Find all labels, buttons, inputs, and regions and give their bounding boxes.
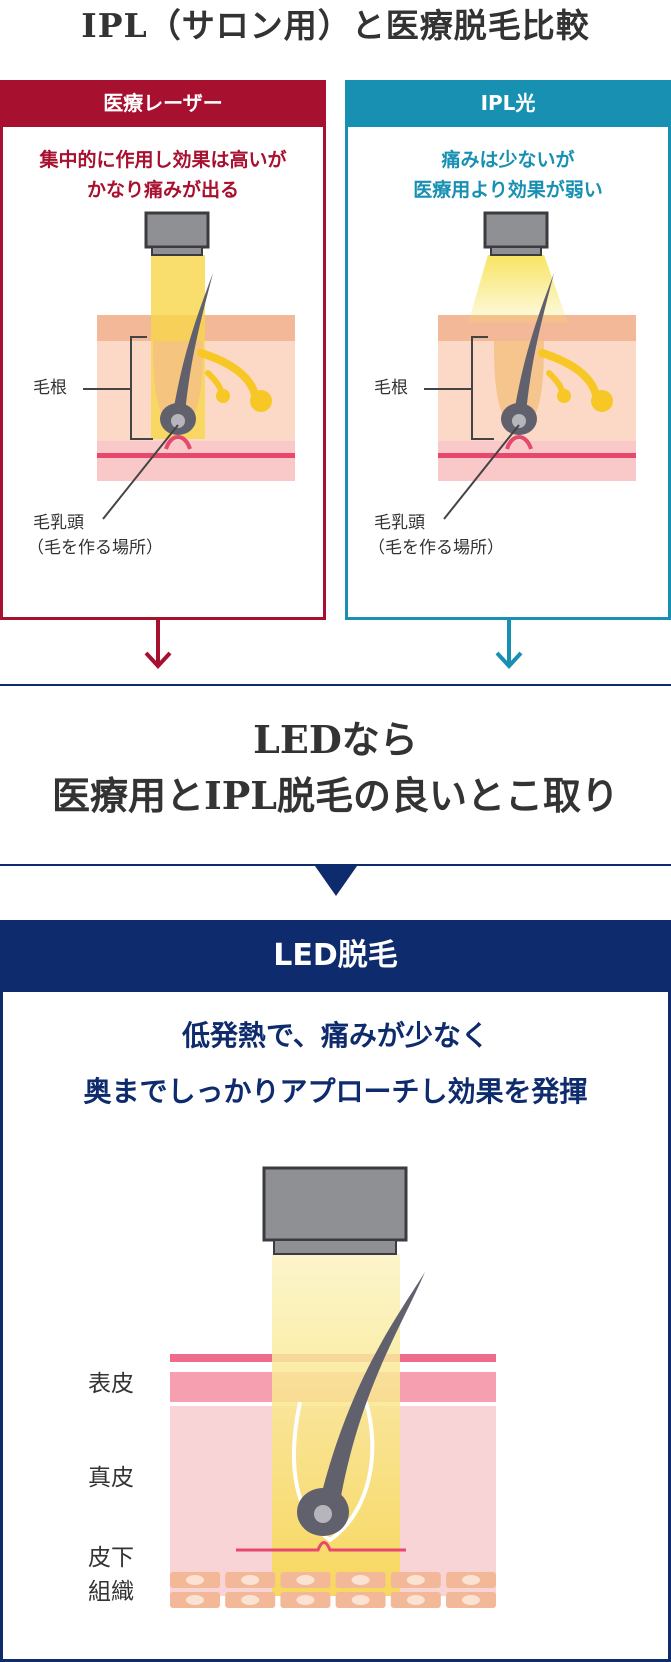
led-follicle [292,1401,375,1543]
laser-papilla-label-1: 毛乳頭 [33,513,84,533]
led-desc-line1: 低発熱で、痛みが少なく [182,1019,489,1052]
fat-cell-nucleus [406,1575,425,1585]
laser-down-arrow [144,620,172,669]
ipl-desc-line2: 医療用より効果が弱い [413,179,603,201]
ipl-root-label: 毛根 [374,378,408,398]
laser-skin-lower [97,441,295,481]
laser-hair [173,273,213,413]
ipl-papilla [505,435,533,450]
laser-panel-description: 集中的に作用し効果は高いが かなり痛みが出る [3,145,323,205]
laser-root-label: 毛根 [33,378,67,398]
separator-bottom [0,864,671,866]
ipl-sebaceous-gland [538,349,600,399]
ipl-down-arrow [495,620,523,669]
ipl-hair [514,273,554,413]
fat-cell-nucleus [351,1595,370,1605]
led-subcutaneous-label-2: 組織 [88,1579,134,1605]
led-hair [320,1272,425,1502]
led-beam [272,1254,400,1596]
led-panel-heading: LED脱毛 [0,920,671,992]
fat-cell-nucleus [296,1575,315,1585]
fat-cell-nucleus [186,1575,204,1585]
laser-skin-illustration [83,211,295,520]
laser-papilla-label-2: （毛を作る場所） [27,538,163,558]
laser-device [144,211,210,249]
separator-top [0,684,671,686]
ipl-blood-line [438,453,636,458]
fat-cell-nucleus [296,1595,315,1605]
fat-cell-nucleus [462,1595,480,1605]
ipl-panel-heading: IPL光 [345,80,671,127]
led-blood-line [236,1541,406,1552]
laser-blood-line [97,453,295,458]
page-title: IPL（サロン用）と医療脱毛比較 [81,6,590,45]
ipl-light-cone [468,255,568,323]
fat-cell-nucleus [186,1595,204,1605]
ipl-panel: IPL光 痛みは少ないが 医療用より効果が弱い [345,80,671,620]
led-desc-line2: 奥までしっかりアプローチし効果を発揮 [83,1075,588,1108]
fat-cell-nucleus [241,1595,260,1605]
laser-panel: 医療レーザー 集中的に作用し効果は高いが かなり痛みが出る [0,80,326,620]
ipl-skin-lower [438,441,636,481]
fat-cell-nucleus [351,1575,370,1585]
ipl-papilla-leader [443,424,520,520]
fat-cell-nucleus [406,1595,425,1605]
laser-desc-line1: 集中的に作用し効果は高いが [39,149,287,171]
ipl-skin-illustration [424,211,636,520]
ipl-desc-line1: 痛みは少ないが [441,149,575,171]
middle-message: LEDなら 医療用とIPL脱毛の良いとこ取り [0,712,671,824]
led-skin-illustration [170,1166,496,1596]
led-dermis-label: 真皮 [88,1465,134,1491]
ipl-papilla-label-1: 毛乳頭 [374,513,425,533]
laser-desc-line2: かなり痛みが出る [86,179,239,201]
ipl-papilla-label-2: （毛を作る場所） [368,538,504,558]
led-epidermis-label: 表皮 [88,1371,134,1397]
laser-panel-heading: 医療レーザー [0,80,326,127]
fat-cell-nucleus [241,1575,260,1585]
laser-papilla-leader [102,424,179,520]
laser-sebaceous-gland [197,349,259,399]
down-triangle [315,866,357,896]
middle-line2: 医療用とIPL脱毛の良いとこ取り [51,773,620,818]
middle-line1: LEDなら [253,717,418,762]
led-device [262,1166,408,1242]
ipl-device [483,211,549,249]
ipl-panel-description: 痛みは少ないが 医療用より効果が弱い [348,145,668,205]
led-panel-description: 低発熱で、痛みが少なく 奥までしっかりアプローチし効果を発揮 [0,1008,671,1120]
led-fat-cells [170,1572,496,1608]
led-subcutaneous-label-1: 皮下 [88,1545,134,1571]
laser-papilla [164,435,192,450]
fat-cell-nucleus [462,1575,480,1585]
